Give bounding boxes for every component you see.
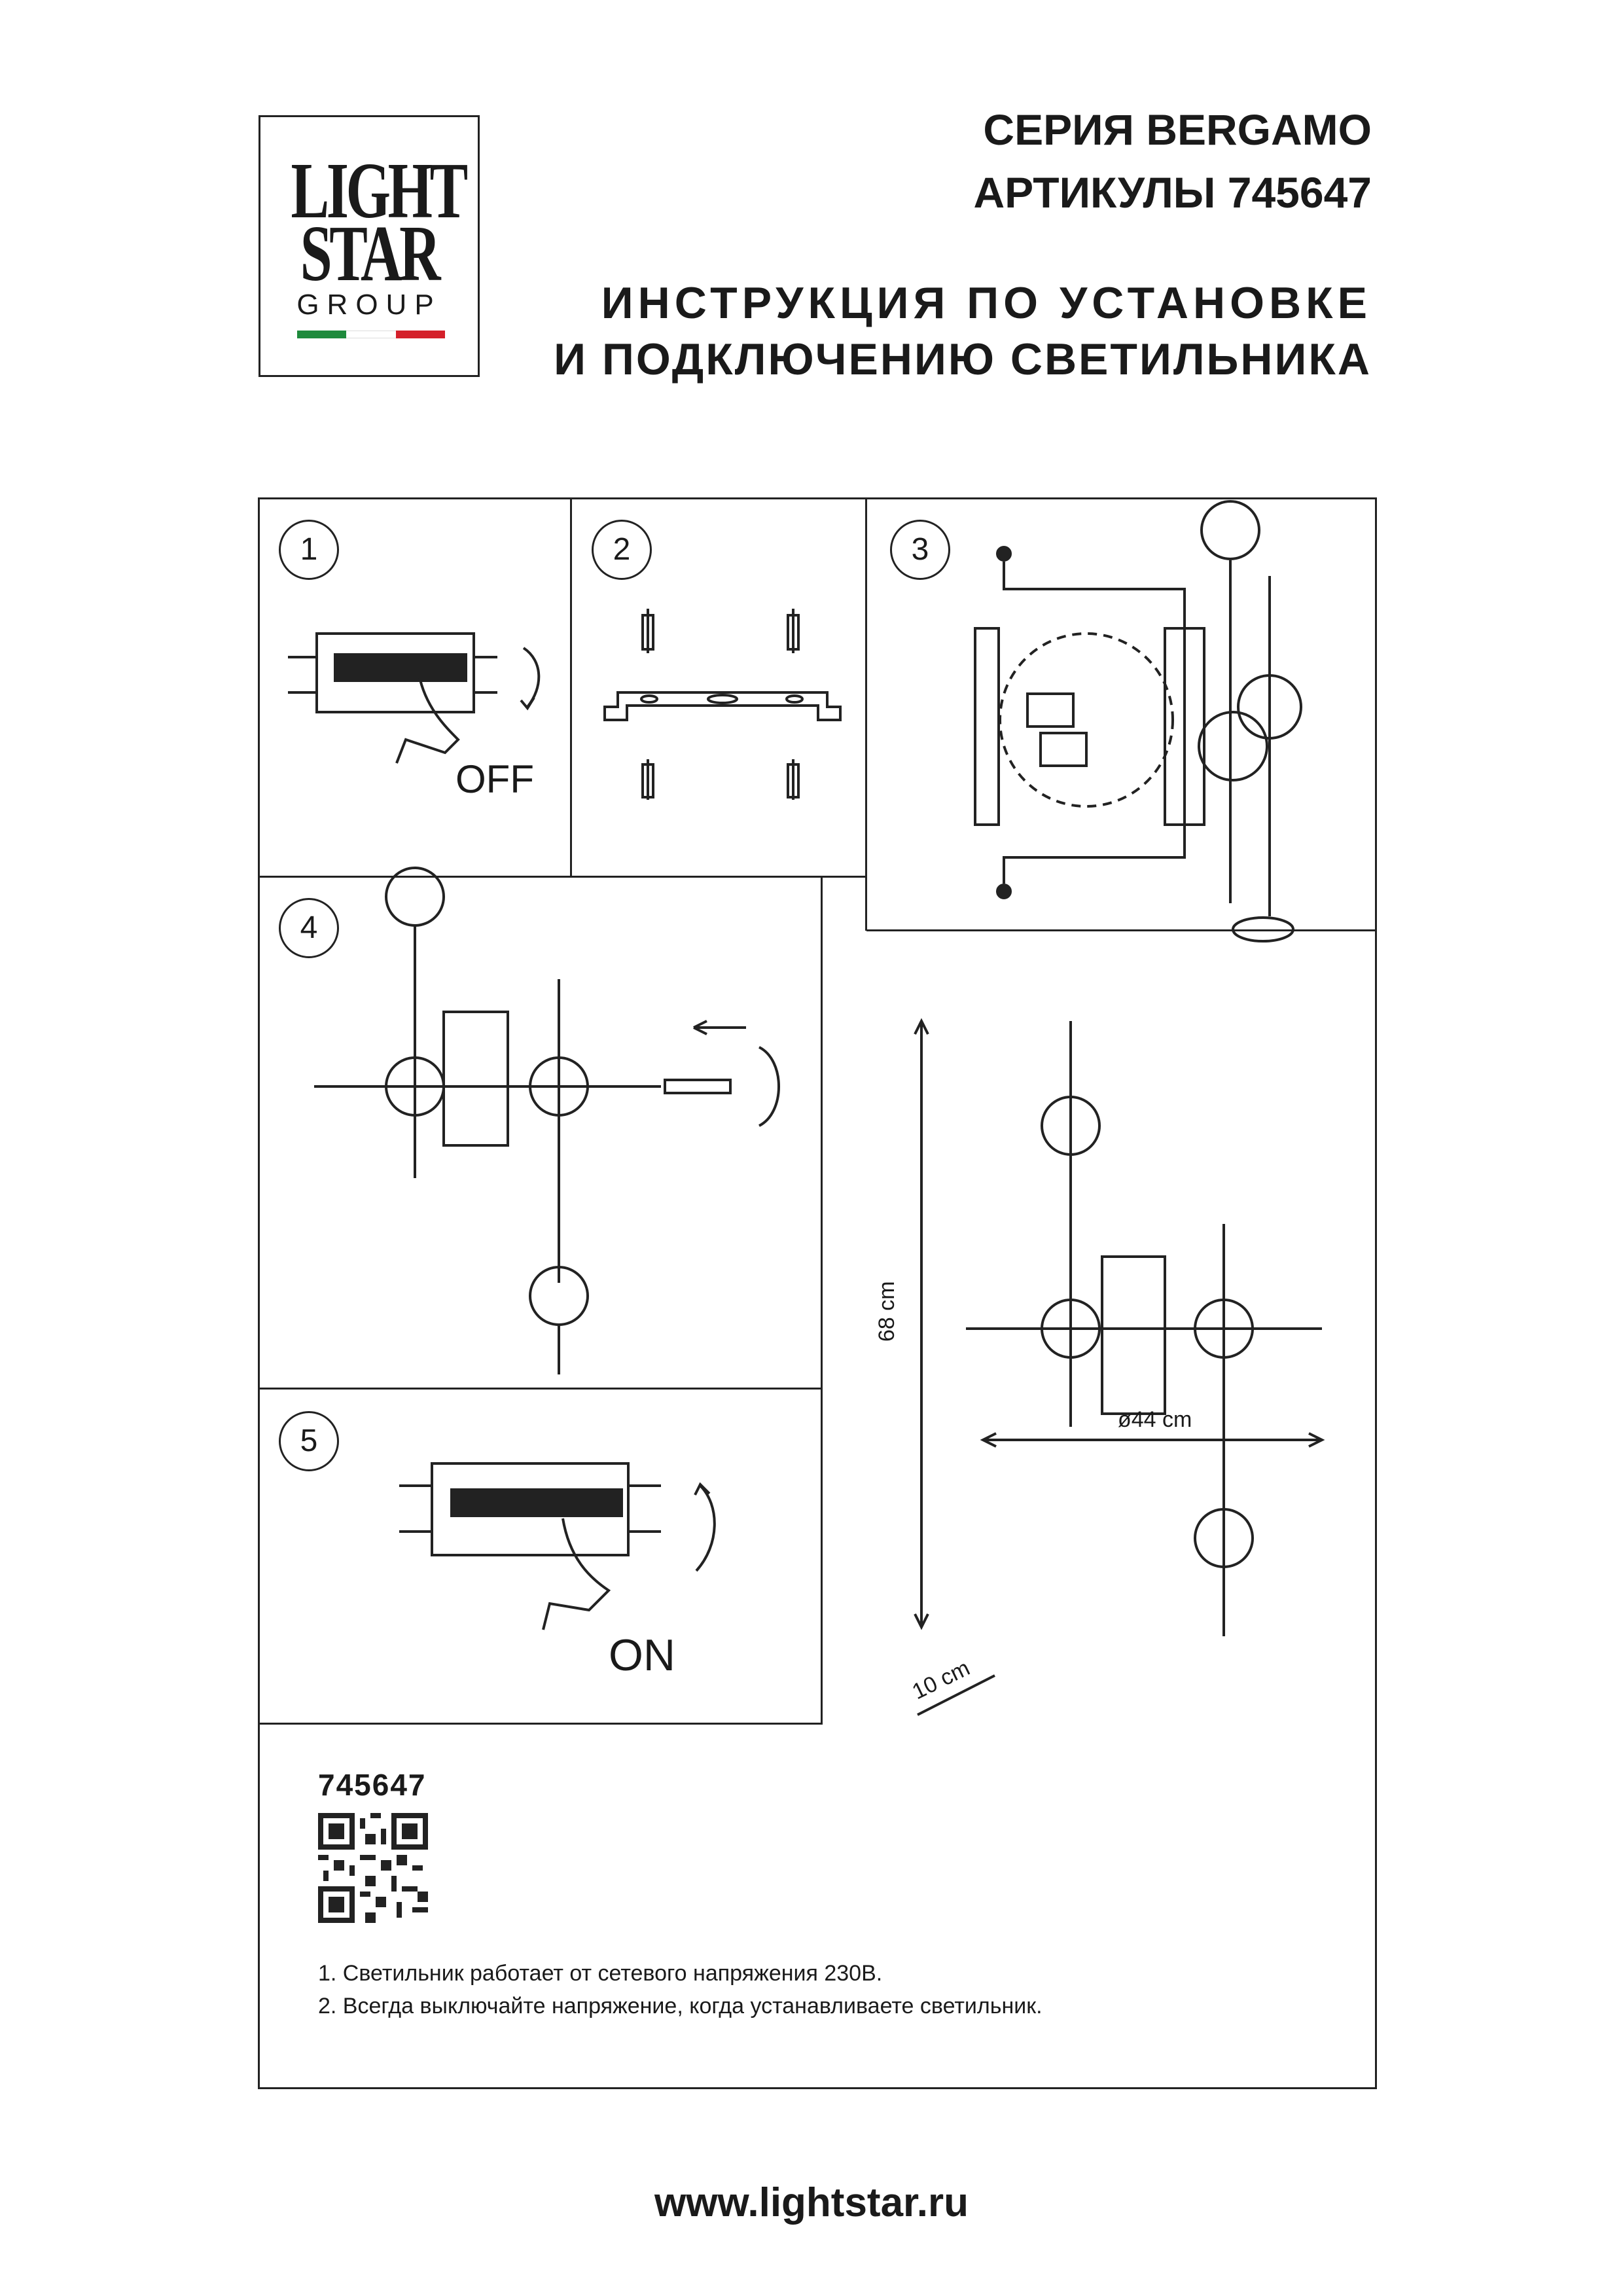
series-title: СЕРИЯ BERGAMO: [983, 105, 1372, 154]
step-1-number: 1: [279, 520, 339, 580]
instruction-title-line1: ИНСТРУКЦИЯ ПО УСТАНОВКЕ: [601, 278, 1372, 328]
step-1-off-label: OFF: [455, 757, 534, 801]
step-4-number: 4: [279, 898, 339, 958]
brand-logo: LIGHT STAR GROUP: [259, 115, 480, 377]
step-5-on-label: ON: [609, 1630, 675, 1680]
step-5-number: 5: [279, 1411, 339, 1471]
breaker-panel-on-illustration: [399, 1462, 716, 1630]
mounting-bracket-illustration: [603, 609, 842, 800]
grid-divider: [865, 497, 867, 931]
italian-flag-stripe: [297, 331, 445, 338]
grid-divider: [258, 1388, 823, 1390]
article-title: АРТИКУЛЫ 745647: [973, 168, 1372, 217]
instruction-title-line2: И ПОДКЛЮЧЕНИЮ СВЕТИЛЬНИКА: [554, 334, 1372, 384]
step-2-number: 2: [592, 520, 652, 580]
article-number: 745647: [318, 1768, 427, 1802]
lamp-dimension-drawing: [914, 1018, 1325, 1716]
grid-divider: [821, 876, 823, 1724]
height-dimension-label: 68 cm: [874, 1281, 899, 1342]
breaker-panel-off-illustration: [288, 632, 541, 764]
grid-divider: [570, 497, 572, 877]
instruction-frame: [258, 497, 1377, 2089]
logo-text-group: GROUP: [296, 289, 442, 321]
grid-divider: [258, 1723, 823, 1725]
step-3-number: 3: [890, 520, 950, 580]
logo-text-light: LIGHT: [291, 147, 468, 235]
grid-divider: [258, 876, 866, 878]
website-link[interactable]: www.lightstar.ru: [654, 2180, 969, 2225]
diameter-dimension-label: ø44 cm: [1118, 1407, 1192, 1432]
qr-code-image: [318, 1813, 428, 1923]
grid-divider: [866, 929, 1377, 931]
note-voltage: 1. Светильник работает от сетевого напря…: [318, 1961, 883, 1986]
logo-text-star: STAR: [300, 209, 441, 298]
note-safety: 2. Всегда выключайте напряжение, когда у…: [318, 1994, 1043, 2018]
wiring-connection-illustration: [974, 500, 1302, 942]
lamp-assembly-illustration: [314, 867, 780, 1374]
